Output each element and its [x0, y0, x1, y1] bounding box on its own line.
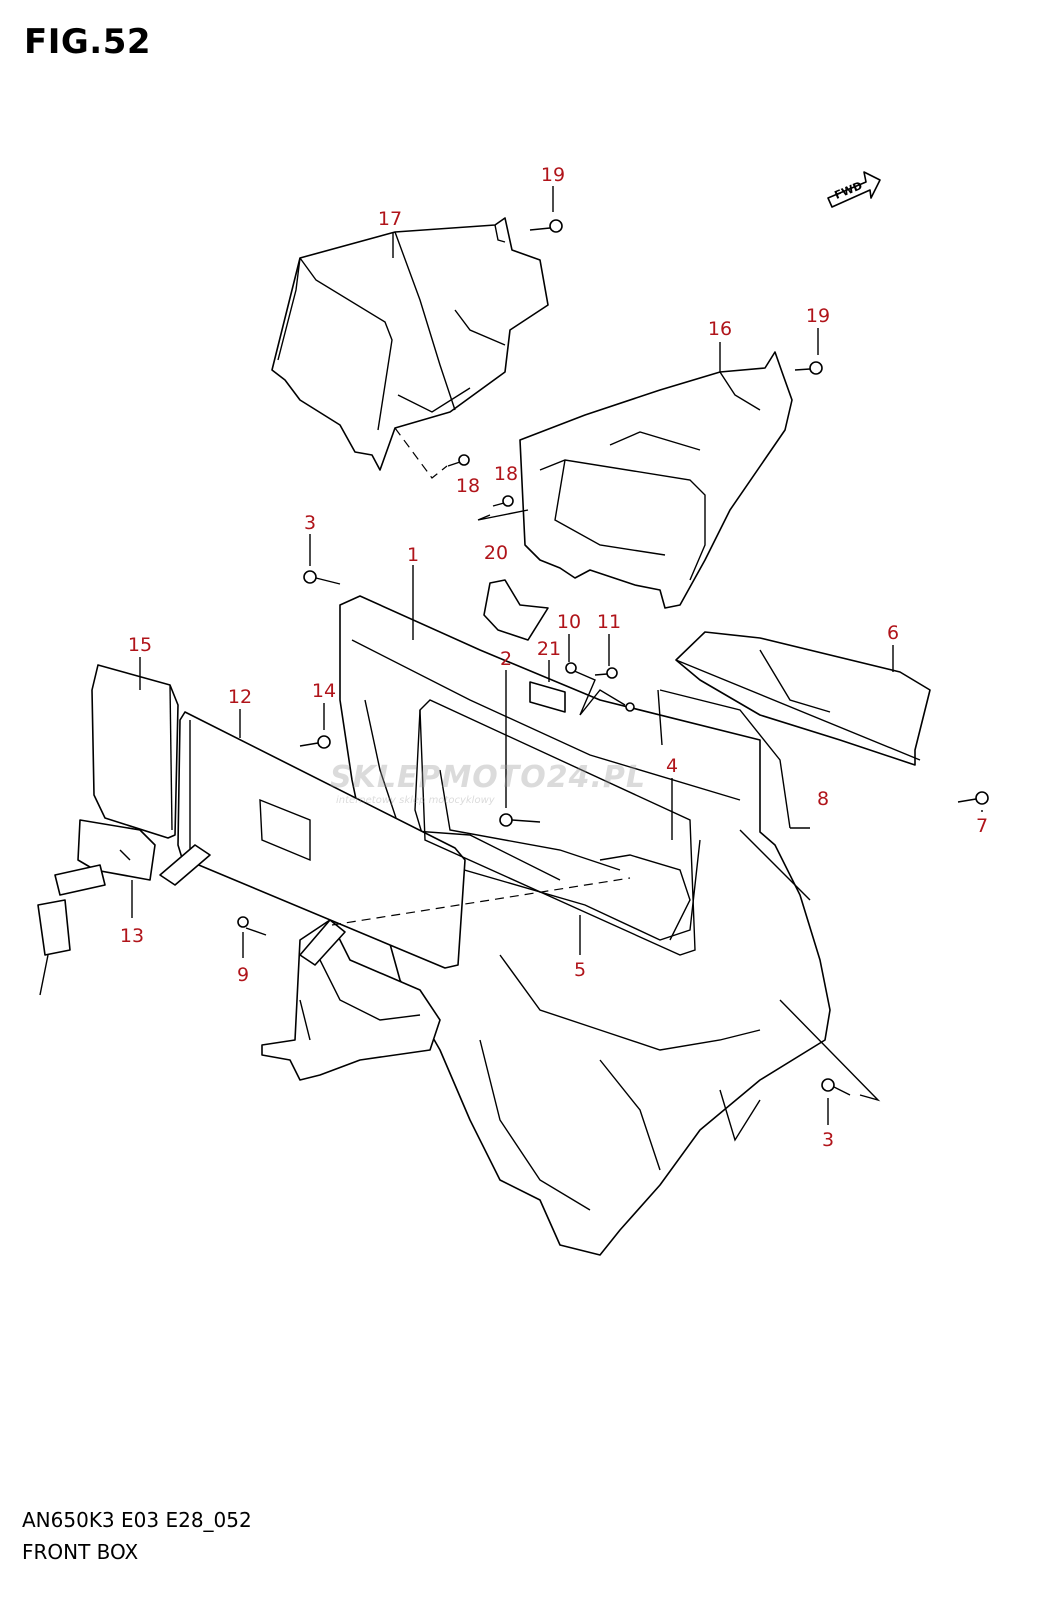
callout-17: 17	[377, 208, 403, 230]
callout-20: 20	[483, 542, 509, 564]
callout-21: 21	[536, 638, 562, 660]
fwd-arrow-icon	[827, 171, 881, 208]
callout-14: 14	[311, 680, 337, 702]
callout-1: 1	[406, 544, 420, 566]
part-21-block	[529, 681, 566, 713]
callout-18: 18	[493, 463, 519, 485]
callout-18: 18	[455, 475, 481, 497]
watermark-sub: internetowy sklep motocyklowy	[336, 795, 495, 806]
callout-19: 19	[540, 164, 566, 186]
callout-10: 10	[556, 611, 582, 633]
callout-9: 9	[236, 964, 250, 986]
callout-6: 6	[886, 622, 900, 644]
callout-3: 3	[821, 1129, 835, 1151]
figure-title: FIG.52	[24, 22, 152, 62]
leader-lines	[131, 186, 983, 1125]
callout-5: 5	[573, 959, 587, 981]
callout-13: 13	[119, 925, 145, 947]
part-15-lid	[91, 664, 179, 839]
callout-3: 3	[303, 512, 317, 534]
callout-4: 4	[665, 755, 679, 777]
hinge	[159, 844, 346, 966]
callout-16: 16	[707, 318, 733, 340]
part-6-cover	[675, 631, 931, 766]
callout-12: 12	[227, 686, 253, 708]
part-13-lock	[37, 819, 156, 996]
callout-15: 15	[127, 634, 153, 656]
callout-2: 2	[499, 648, 513, 670]
part-10-wire	[565, 662, 635, 716]
watermark-main: SKLEPMOTO24.PL	[330, 760, 647, 795]
part-16-duct	[519, 351, 793, 609]
part-8-rod	[657, 689, 791, 829]
screws	[237, 219, 989, 1096]
callout-7: 7	[975, 815, 989, 837]
part-20-pad	[483, 579, 549, 641]
figure-code: AN650K3 E03 E28_052	[22, 1508, 252, 1532]
watermark: SKLEPMOTO24.PL internetowy sklep motocyk…	[330, 760, 690, 810]
callout-8: 8	[816, 788, 830, 810]
part-12-panel	[177, 711, 466, 969]
callout-19: 19	[805, 305, 831, 327]
part-4-frame	[419, 699, 696, 956]
callout-11: 11	[596, 611, 622, 633]
figure-name: FRONT BOX	[22, 1540, 139, 1564]
part-17-duct	[271, 217, 549, 471]
